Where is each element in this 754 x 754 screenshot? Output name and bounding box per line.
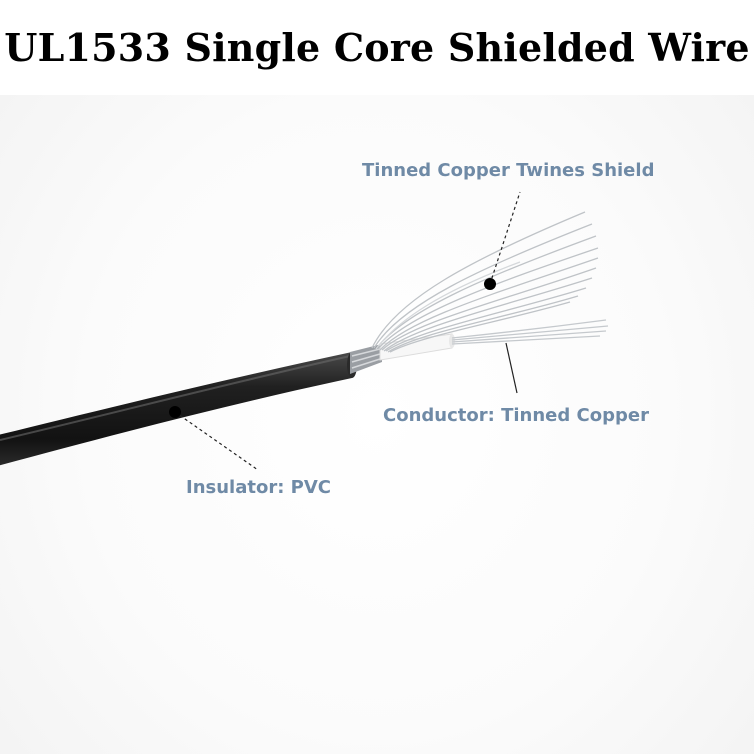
page-title: UL1533 Single Core Shielded Wire — [0, 0, 754, 95]
conductor-label: Conductor: Tinned Copper — [383, 405, 649, 426]
insulator-label: Insulator: PVC — [186, 477, 332, 498]
shield-strands — [371, 211, 599, 353]
inner-insulation — [379, 333, 455, 361]
conductor-strands — [451, 319, 609, 345]
shield-callout — [484, 191, 521, 290]
braided-shield — [350, 344, 382, 374]
insulator-callout — [169, 406, 259, 471]
shield-label: Tinned Copper Twines Shield — [362, 160, 655, 181]
conductor-callout — [505, 342, 518, 394]
